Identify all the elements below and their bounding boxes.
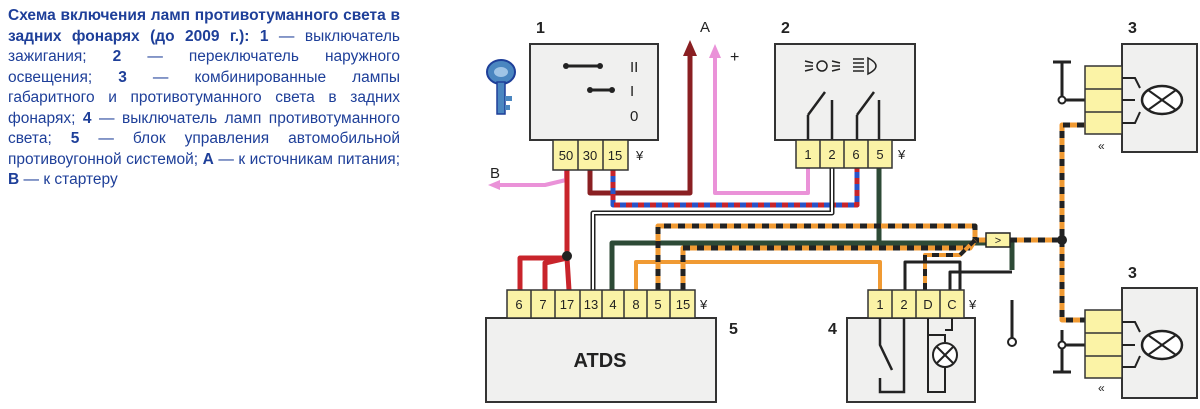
inline-connector: > [985, 232, 1011, 248]
caption-item: В — к стартеру [8, 171, 118, 188]
caption-item: 5 — блок управления автомобильной против… [8, 130, 400, 168]
wire-red-7 [542, 255, 568, 290]
atds-label: ATDS [574, 350, 627, 372]
figure-caption: Схема включения ламп противотуманного св… [8, 6, 400, 191]
caption-title: Схема включения ламп противотуманного св… [8, 7, 400, 45]
arrow-plus-head [709, 44, 721, 58]
wire-orange [634, 260, 882, 290]
ignition-switch: II I 0 50 30 15 ¥ [529, 43, 659, 171]
plus-label: + [730, 49, 739, 66]
pin-label: 2 [900, 297, 907, 312]
wire-power-a [587, 52, 693, 196]
ignition-position-label: I [630, 83, 634, 100]
svg-text:>: > [995, 235, 1001, 247]
wire-starter-b [500, 170, 568, 187]
atds-block-number: 5 [729, 321, 738, 338]
wire-plus [713, 54, 810, 195]
lamp-bulb-icon [1140, 329, 1184, 361]
wire-green [609, 168, 882, 290]
light-switch: 1 2 6 5 ¥ [774, 43, 916, 169]
pin-label: 4 [609, 297, 616, 312]
wire-red-17 [564, 257, 572, 291]
junction-dot [1057, 340, 1067, 350]
pin-label: 50 [559, 148, 573, 163]
connector-mark-icon: ¥ [897, 147, 906, 162]
caption-item: 3 — комбинированные лампы габаритного и … [8, 68, 400, 127]
indicator-lamp-icon [932, 342, 958, 368]
ignition-position-label: II [630, 59, 638, 76]
connector-mark-icon: ¥ [699, 297, 708, 312]
junction-dot [1057, 95, 1067, 105]
pin-label: D [923, 297, 932, 312]
caption-item: 4 — выключатель ламп противотуманного св… [8, 109, 400, 148]
arrow-b-head [488, 180, 500, 190]
fog-switch-number: 4 [828, 321, 837, 338]
pin-label: 5 [654, 297, 661, 312]
arrow-a-label: A [700, 19, 710, 36]
parking-light-icon [804, 60, 841, 72]
pin-label: 1 [876, 297, 883, 312]
ignition-position-label: 0 [630, 108, 638, 125]
pin-label: 2 [828, 147, 835, 162]
pin-label: C [947, 297, 956, 312]
pin-label: 13 [584, 297, 598, 312]
pin-label: 6 [515, 297, 522, 312]
wire-orange-black-1 [655, 223, 990, 290]
connector-mark-icon: ¥ [968, 297, 977, 312]
ignition-key-icon [486, 59, 516, 115]
headlight-icon [853, 56, 877, 76]
fog-light-switch: 1 2 D C ¥ [846, 289, 977, 403]
wire-orange-black-3 [1010, 122, 1085, 243]
pin-label: 15 [608, 148, 622, 163]
wire-blue-red [610, 168, 860, 208]
pin-label: 7 [539, 297, 546, 312]
connector-mark-icon: « [1098, 381, 1105, 395]
ignition-switch-number: 1 [536, 20, 545, 37]
arrow-b-label: B [490, 165, 500, 182]
caption-item: А — к источникам питания; [202, 150, 400, 168]
terminal-dot [1007, 337, 1017, 347]
wire-red-6 [517, 255, 567, 290]
junction-dot [562, 251, 572, 261]
rear-lamp-number: 3 [1128, 265, 1137, 282]
rear-lamp-bottom: « [1084, 287, 1198, 399]
wire-black-white [590, 168, 835, 290]
connector-mark-icon: ¥ [635, 148, 644, 163]
caption-item: 1 — выключатель зажигания; [8, 27, 401, 66]
pin-label: 15 [676, 297, 690, 312]
pin-label: 6 [852, 147, 859, 162]
pin-label: 1 [804, 147, 811, 162]
arrow-a-head [683, 40, 697, 56]
lamp-bulb-icon [1140, 84, 1184, 116]
pin-label: 30 [583, 148, 597, 163]
rear-lamp-top: « [1084, 43, 1198, 153]
connector-mark-icon: « [1098, 139, 1105, 153]
junction-dot [1057, 235, 1067, 245]
wires [488, 40, 1085, 374]
caption-item: 2 — переключатель наружного освещения; [8, 48, 400, 86]
pin-label: 5 [876, 147, 883, 162]
pin-label: 8 [632, 297, 639, 312]
rear-lamp-number: 3 [1128, 20, 1137, 37]
light-switch-number: 2 [781, 20, 790, 37]
atds-block: ATDS 6 7 17 13 4 8 5 15 ¥ [485, 289, 717, 403]
pin-label: 17 [560, 297, 574, 312]
